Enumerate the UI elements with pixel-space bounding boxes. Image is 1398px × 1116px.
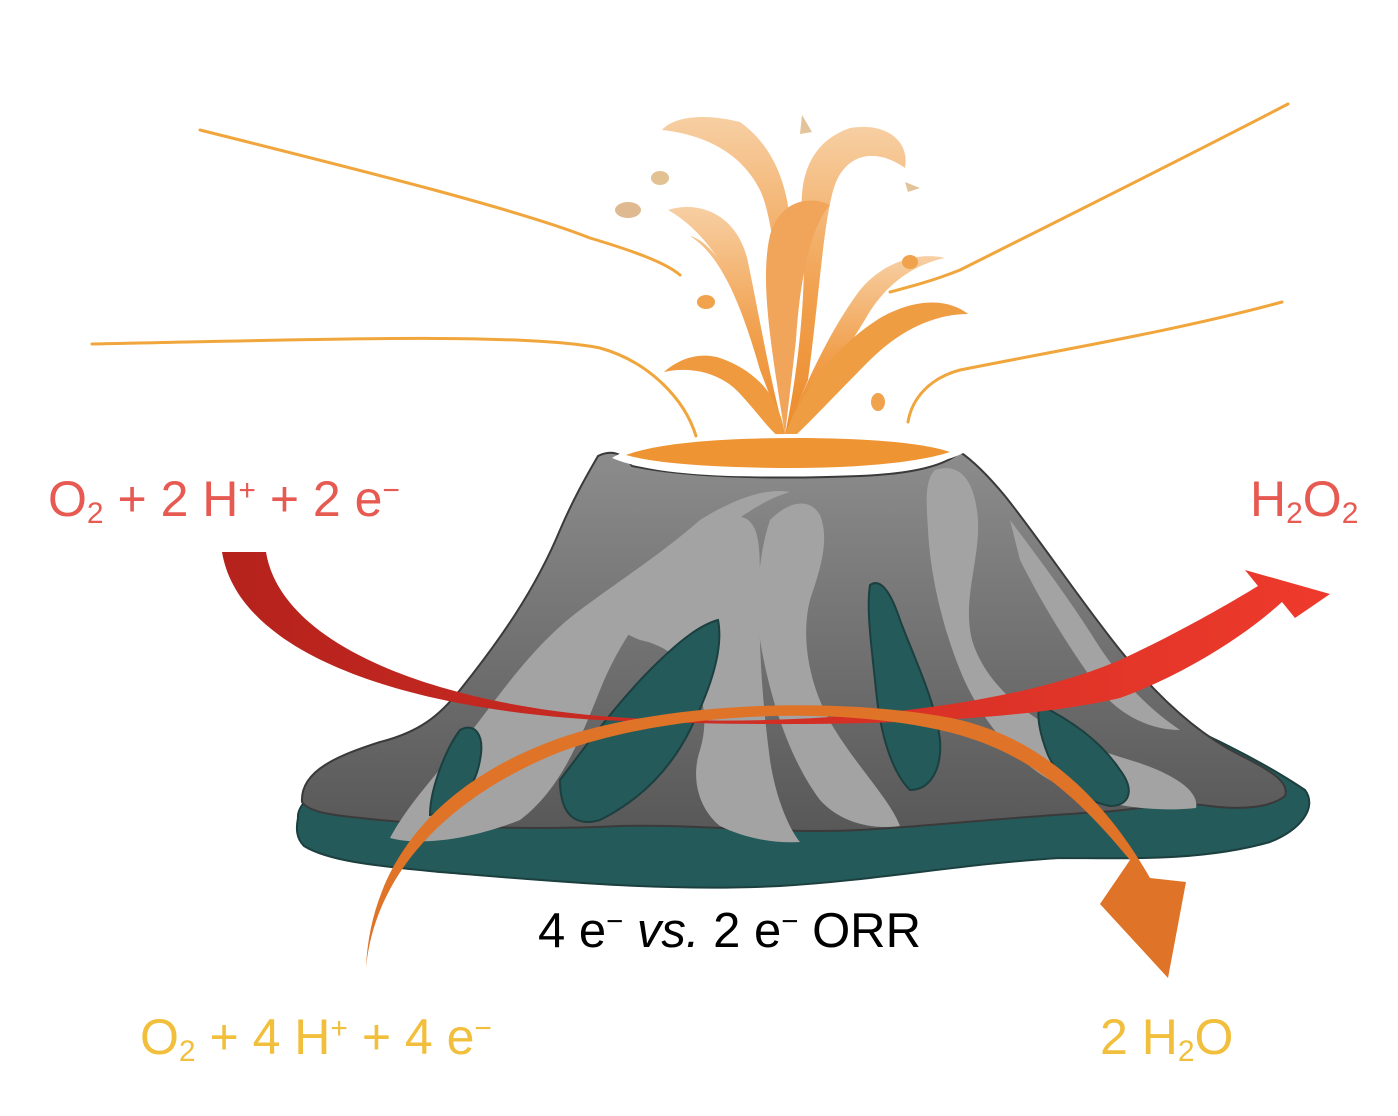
smoke-streaks bbox=[90, 102, 1290, 438]
smoke-streak-1 bbox=[198, 128, 682, 277]
four-electron-reactant-label: O2 + 4 H+ + 4 e− bbox=[140, 1009, 492, 1068]
lava-eruption-icon bbox=[615, 115, 968, 436]
smoke-streak-4 bbox=[906, 300, 1284, 424]
two-electron-reactant-label: O2 + 2 H+ + 2 e− bbox=[48, 471, 400, 530]
smoke-streak-3 bbox=[888, 102, 1290, 294]
four-electron-product-label: 2 H2O bbox=[1100, 1009, 1234, 1068]
two-electron-product-label: H2O2 bbox=[1250, 471, 1359, 530]
volcano-icon bbox=[295, 434, 1311, 889]
smoke-streak-2 bbox=[90, 336, 698, 438]
orr-comparison-label: 4 e− vs. 2 e− ORR bbox=[538, 904, 921, 958]
